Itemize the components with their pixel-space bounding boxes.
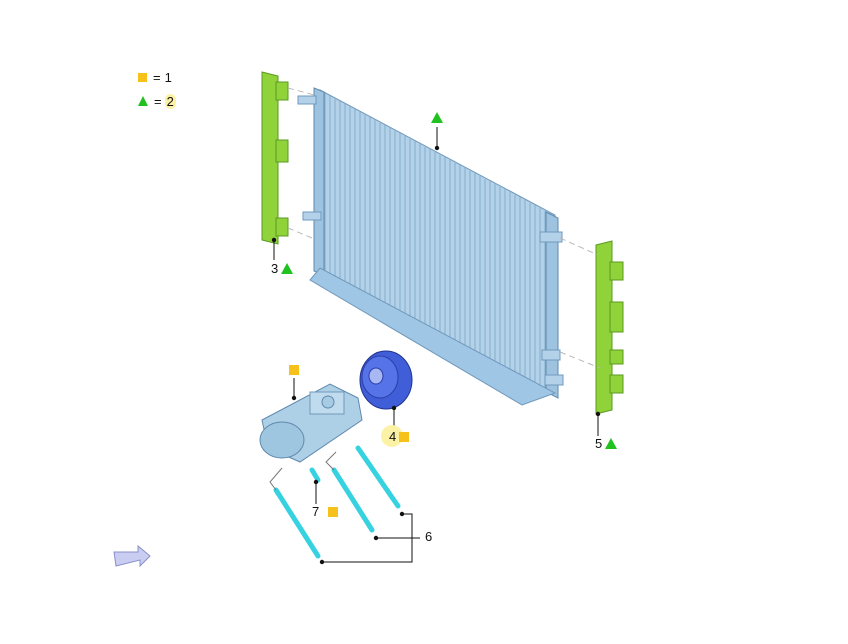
- leader-lines: [273, 127, 599, 563]
- refrigerant-hoses: [273, 445, 401, 559]
- ac-compressor: [259, 383, 363, 463]
- triangle-marker-icon: [431, 112, 443, 123]
- condenser: [297, 87, 564, 406]
- callout-5[interactable]: 5: [595, 436, 618, 451]
- triangle-marker-icon: [281, 263, 294, 274]
- compressor-pulley: [359, 350, 413, 410]
- square-marker-icon: [138, 72, 147, 82]
- legend-equals: =: [153, 69, 161, 85]
- legend-equals: =: [154, 93, 162, 109]
- triangle-marker-icon: [138, 96, 148, 106]
- square-marker-icon: [328, 506, 339, 517]
- callout-number: 3: [271, 261, 279, 276]
- callout-7[interactable]: 7: [312, 504, 339, 519]
- right-bracket: [595, 240, 624, 415]
- callout-number: 7: [312, 504, 320, 519]
- callout-number: 5: [595, 436, 603, 451]
- callout-number: 4: [389, 429, 397, 444]
- left-bracket: [261, 71, 289, 245]
- square-marker-icon: [399, 431, 410, 442]
- triangle-marker-icon: [605, 438, 618, 449]
- callout-4[interactable]: 4: [389, 429, 410, 444]
- callout-3[interactable]: 3: [271, 261, 294, 276]
- assembly-lines: [287, 87, 601, 369]
- highlight-marker: [381, 425, 403, 447]
- legend-triangle-value: 2: [164, 93, 176, 109]
- legend-square-value: 1: [164, 69, 172, 85]
- square-marker-icon: [289, 365, 299, 375]
- callout-6[interactable]: 6: [425, 529, 432, 544]
- legend-triangle-row: = 2: [138, 93, 176, 109]
- legend-square-row: = 1: [138, 69, 172, 85]
- arrow-right-icon[interactable]: [113, 544, 151, 568]
- callout-number: 6: [425, 529, 433, 544]
- leader-dots: [271, 145, 601, 565]
- hose-brackets: [269, 451, 337, 491]
